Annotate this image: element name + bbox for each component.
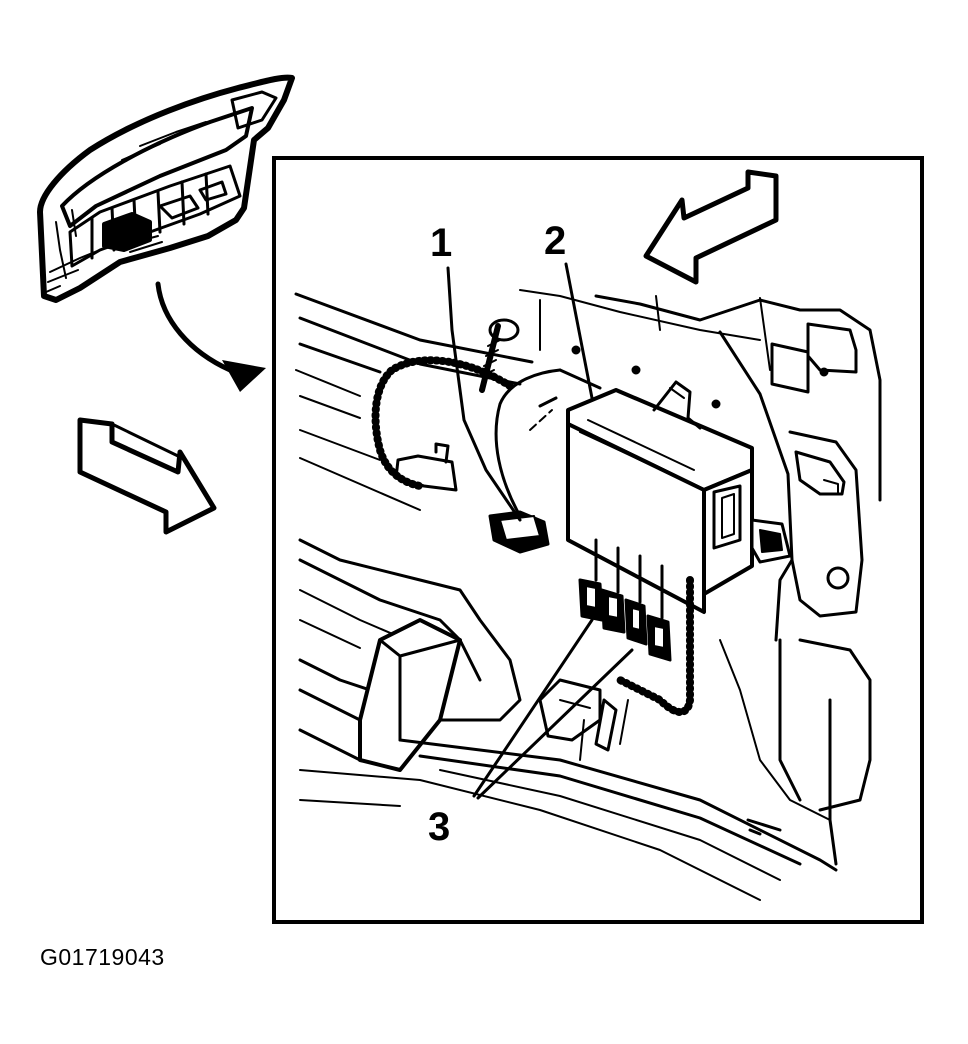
callout-1: 1 bbox=[430, 221, 452, 265]
locator-pointer-arrow bbox=[155, 281, 266, 392]
leader-2 bbox=[564, 262, 594, 400]
callout-leaders bbox=[446, 262, 634, 800]
leader-1 bbox=[446, 266, 522, 522]
view-direction-arrow-right bbox=[643, 169, 779, 285]
callout-2: 2 bbox=[544, 219, 566, 263]
module-connectors bbox=[578, 538, 672, 662]
detail-illustration bbox=[294, 169, 882, 901]
leader-3b bbox=[476, 648, 634, 800]
leader-3a bbox=[472, 618, 594, 798]
control-module bbox=[566, 388, 754, 614]
view-direction-arrow-left bbox=[77, 417, 217, 535]
callout-3: 3 bbox=[428, 805, 450, 849]
figure-id: G01719043 bbox=[40, 944, 165, 970]
locator-thumbnail bbox=[37, 74, 295, 303]
